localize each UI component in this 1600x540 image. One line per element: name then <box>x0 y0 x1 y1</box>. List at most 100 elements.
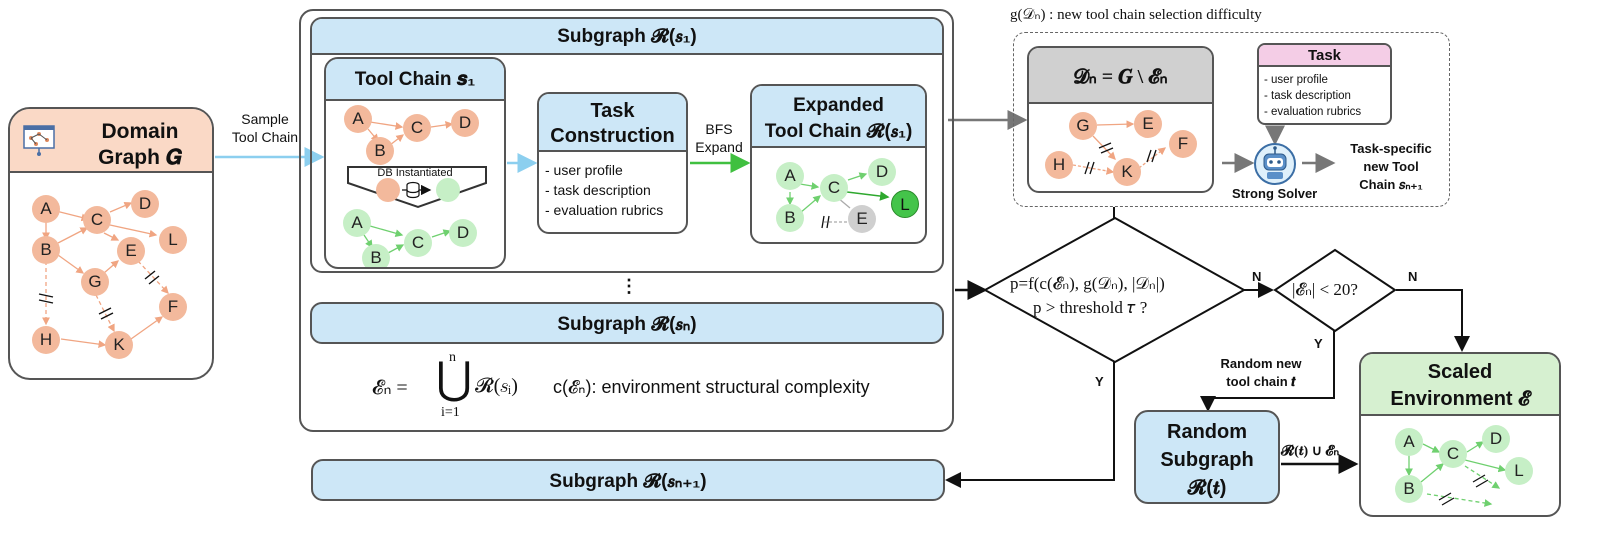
task-item: - user profile <box>545 162 623 178</box>
graph-node-f: F <box>159 293 187 321</box>
size-check-diamond <box>1273 248 1397 333</box>
tool-chain-box: Tool Chain 𝒔₁ DB <box>324 57 506 269</box>
formula-union-bottom: i=1 <box>441 405 460 420</box>
dn-node-g: G <box>1069 112 1097 140</box>
size-no-arrow <box>1396 289 1470 352</box>
difficulty-label: g(𝒟ₙ) : new tool chain selection difficu… <box>1010 7 1262 23</box>
task-item: - task description <box>545 182 651 198</box>
scaled-env-edges <box>1405 441 1507 507</box>
scaled-env-box: Scaled Environment 𝓔 A D C L B <box>1359 352 1561 517</box>
robot-icon <box>1254 143 1296 185</box>
task-list-item: - evaluation rubrics <box>1264 106 1362 118</box>
graph-node-d: D <box>131 190 159 218</box>
task-list-item: - user profile <box>1264 74 1328 86</box>
decision-yes-label: Y <box>1095 374 1104 389</box>
solver-label: Strong Solver <box>1232 186 1318 201</box>
dn-node-k: K <box>1113 158 1141 186</box>
expanded-title: Expanded Tool Chain 𝓡(𝒔₁) <box>764 95 913 142</box>
dn-header <box>1029 48 1212 104</box>
task-title: Task <box>1307 47 1342 64</box>
domain-graph-box: Domain Graph 𝑮 <box>8 107 214 380</box>
decision-diamond <box>983 216 1247 364</box>
exp-node-c: C <box>820 174 848 202</box>
subgraph-s1-title: Subgraph 𝓡(𝒔₁) <box>557 26 697 47</box>
tc-node-d: D <box>451 109 479 137</box>
difficulty-region <box>1013 32 1450 207</box>
tc-node-a: A <box>344 105 372 133</box>
subgraph-sn-box: Subgraph 𝓡(𝒔ₙ) <box>310 302 944 344</box>
dn-edges <box>1072 120 1167 175</box>
task-header <box>1259 45 1390 67</box>
dn-node-e: E <box>1134 110 1162 138</box>
union-label: 𝓡(𝒕) ∪ 𝓔ₙ <box>1281 444 1340 459</box>
tc-green-node-d: D <box>449 219 477 247</box>
tc-green-node-a: A <box>343 209 371 237</box>
formula-complexity: c(𝓔ₙ): environment structural complexity <box>553 377 870 397</box>
graph-node-c: C <box>83 206 111 234</box>
tool-chain-edges <box>347 121 487 254</box>
env-node-d: D <box>1482 425 1510 453</box>
size-check-no-label: N <box>1408 269 1418 284</box>
exp-node-b: B <box>776 204 804 232</box>
expanded-header <box>752 86 925 148</box>
expanded-tool-chain-box: Expanded Tool Chain 𝓡(𝒔₁) A C D B L E <box>750 84 927 244</box>
graph-node-k: K <box>105 331 133 359</box>
network-graph-icon <box>23 125 55 156</box>
task-construction-box: Task Construction - user profile - task … <box>537 92 688 234</box>
graph-node-b: B <box>32 236 60 264</box>
formula-union-top: n <box>449 350 456 365</box>
ellipsis: ⋮ <box>620 276 638 296</box>
decision-line2: p > threshold 𝜏 ? <box>1033 298 1148 317</box>
env-node-l: L <box>1505 457 1533 485</box>
task-list: - user profile - task description - eval… <box>1264 72 1361 120</box>
task-list-item: - task description <box>1264 90 1351 102</box>
subgraph-s1-header <box>312 19 942 55</box>
database-icon <box>406 181 420 199</box>
task-box: Task - user profile - task description -… <box>1257 43 1392 125</box>
env-node-c: C <box>1439 440 1467 468</box>
scaled-env-title: Scaled Environment 𝓔 <box>1390 361 1530 410</box>
db-instantiated-label: DB Instantiated <box>377 167 453 179</box>
task-item: - evaluation rubrics <box>545 202 664 218</box>
formula-term: 𝓡(𝑠ᵢ) <box>475 375 518 397</box>
domain-graph-edges <box>38 201 169 348</box>
decision-no-label: N <box>1252 269 1262 284</box>
graph-node-a: A <box>32 195 60 223</box>
scaled-env-header <box>1361 354 1559 416</box>
exp-node-e: E <box>848 205 876 233</box>
domain-graph-title: Domain Graph 𝑮 <box>98 120 182 169</box>
formula-lhs: 𝓔ₙ = <box>372 377 408 399</box>
bfs-expand-label: BFS Expand <box>695 121 743 155</box>
size-check-text: |𝓔ₙ| < 20? <box>1292 280 1358 299</box>
dn-node-f: F <box>1169 130 1197 158</box>
subgraph-s1-box: Subgraph 𝓡(𝒔₁) <box>310 17 944 273</box>
subgraph-sn-title: Subgraph 𝓡(𝒔ₙ) <box>557 314 697 335</box>
env-node-a: A <box>1395 428 1423 456</box>
exp-node-d: D <box>868 158 896 186</box>
graph-node-h: H <box>32 326 60 354</box>
dn-node-h: H <box>1045 151 1073 179</box>
dn-title: 𝓓ₙ = 𝑮 \ 𝓔ₙ <box>1073 66 1168 88</box>
tc-node-b: B <box>366 137 394 165</box>
size-yes-arrow <box>1200 330 1335 412</box>
dn-box: 𝓓ₙ = 𝑮 \ 𝓔ₙ G E F H K <box>1027 46 1214 193</box>
formula-union-symbol: ⋃ <box>436 354 473 403</box>
random-subgraph-box: Random Subgraph 𝓡(𝒕) <box>1134 410 1280 504</box>
tc-node-c: C <box>403 114 431 142</box>
subgraph-sn1-title: Subgraph 𝓡(𝒔ₙ₊₁) <box>549 471 707 492</box>
exp-node-l: L <box>891 190 919 218</box>
tc-green-node-c: C <box>404 229 432 257</box>
output-label: Task-specific new Tool Chain 𝑠ₙ₊₁ <box>1350 141 1432 192</box>
subgraph-container <box>299 9 954 432</box>
decision-line1: p=f(c(𝓔ₙ), g(𝒟ₙ), |𝒟ₙ|) <box>1010 274 1165 293</box>
random-new-label: Random new tool chain 𝒕 <box>1220 356 1302 389</box>
graph-node-e: E <box>117 237 145 265</box>
exp-node-a: A <box>776 162 804 190</box>
subgraph-sn1-box: Subgraph 𝓡(𝒔ₙ₊₁) <box>311 459 945 501</box>
tc-green-node-b: B <box>362 244 390 267</box>
task-construction-list: - user profile - task description - eval… <box>545 160 663 220</box>
graph-node-l: L <box>159 226 187 254</box>
random-subgraph-title: Random Subgraph 𝓡(𝒕) <box>1160 421 1254 499</box>
sample-label: Sample Tool Chain <box>231 111 299 145</box>
